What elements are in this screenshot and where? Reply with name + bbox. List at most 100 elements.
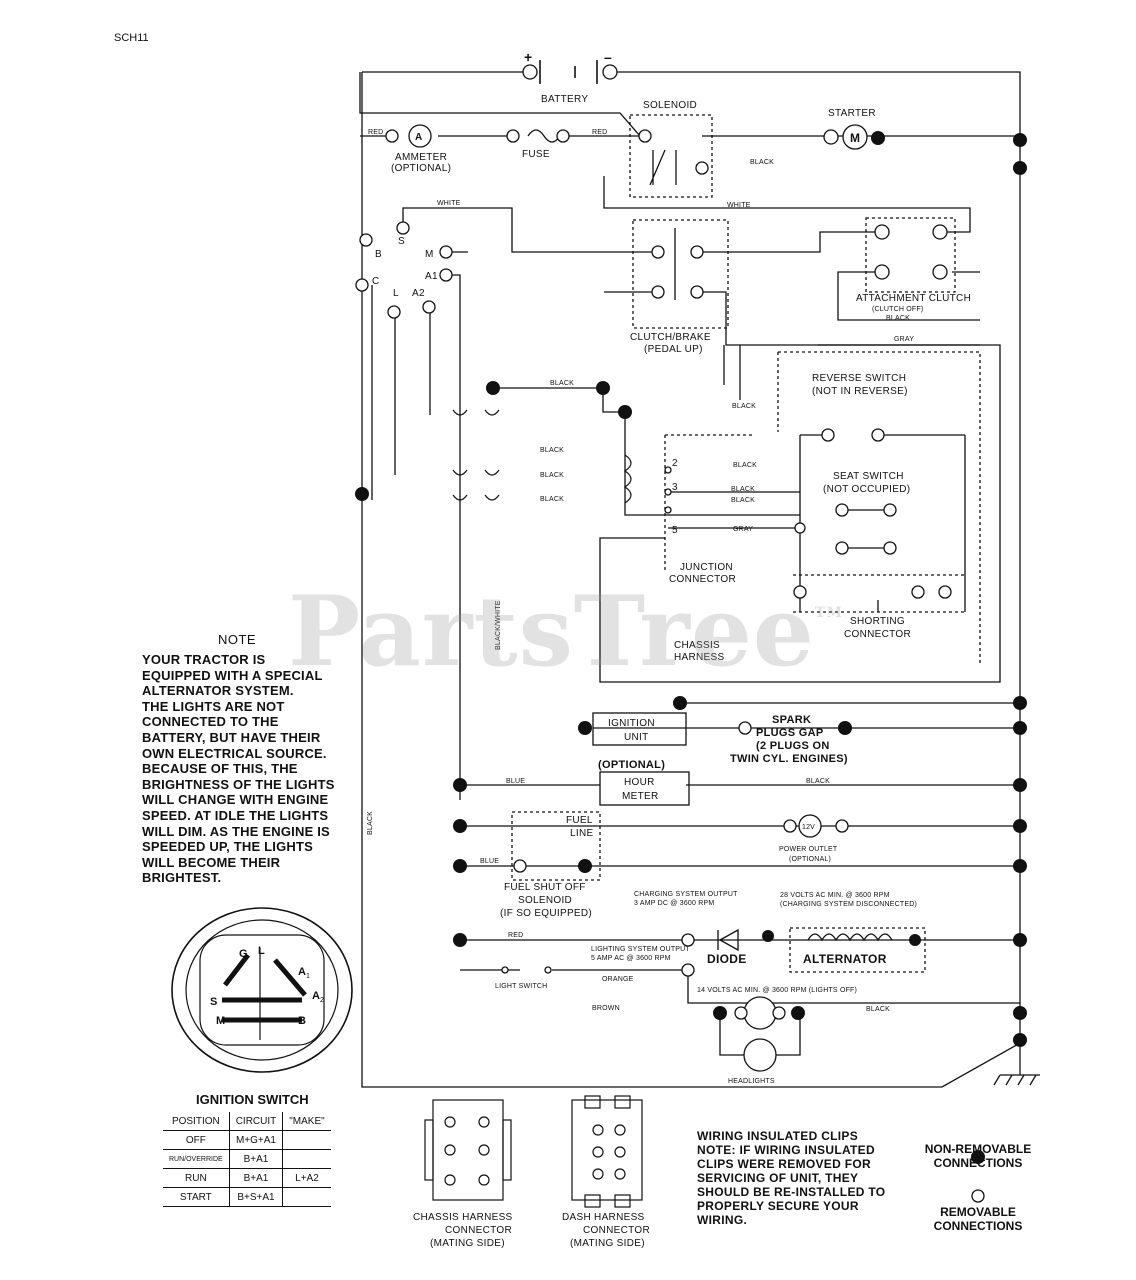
wire-label-white: WHITE [727, 202, 751, 209]
wiring-note-line: PROPERLY SECURE YOUR [697, 1199, 859, 1213]
junction-pin-2: 2 [672, 458, 678, 469]
fuse-label: FUSE [522, 149, 550, 160]
shorting-connector-label-1: SHORTING [850, 616, 905, 627]
wire-label-black: BLACK [731, 497, 755, 504]
ground-symbol [993, 1074, 1040, 1086]
ignition-switch-table: POSITION CIRCUIT "MAKE" OFF M+G+A1 RUN/O… [163, 1112, 331, 1207]
ammeter-label: AMMETER [395, 152, 447, 163]
wire-label-black: BLACK [550, 380, 574, 387]
table-row: OFF M+G+A1 [163, 1130, 331, 1150]
headlight [743, 1038, 777, 1072]
battery-plus-label: + [524, 49, 532, 65]
reverse-switch-label: REVERSE SWITCH [812, 373, 906, 384]
switch-terminal-g: G [239, 948, 248, 960]
wire-label-orange: ORANGE [602, 976, 634, 983]
wiring-note-line: NOTE: IF WIRING INSULATED [697, 1143, 875, 1157]
power-outlet-symbol [798, 814, 822, 838]
dash-connector-label-1: DASH HARNESS [562, 1212, 645, 1223]
wiring-note-line: WIRING. [697, 1213, 748, 1227]
wire-label-black-white: BLACK/WHITE [495, 600, 502, 650]
note-line: YOUR TRACTOR IS [142, 652, 266, 667]
nonremovable-connection [871, 131, 885, 145]
spark-label-1: SPARK [772, 714, 811, 726]
light-switch-label: LIGHT SWITCH [495, 983, 547, 990]
wire-label-black: BLACK [806, 778, 830, 785]
solenoid-label: SOLENOID [643, 100, 697, 111]
fuel-solenoid-label-3: (IF SO EQUIPPED) [500, 908, 592, 919]
wire-label-black: BLACK [540, 496, 564, 503]
ammeter-symbol-label: A [415, 132, 423, 143]
ammeter-symbol [408, 124, 432, 148]
frame-right-wire [616, 71, 1021, 1075]
legend-nonremovable: NON-REMOVABLE CONNECTIONS [924, 1142, 1032, 1170]
switch-terminal-b: B [298, 1015, 306, 1027]
wire-label-red: RED [368, 129, 383, 136]
switch-terminal-s: S [210, 996, 218, 1008]
junction-pin-3: 3 [672, 482, 678, 493]
ignition-switch-title: IGNITION SWITCH [196, 1092, 309, 1107]
fuel-line-label-1: FUEL [566, 815, 593, 826]
ignition-unit-box [592, 712, 687, 746]
table-header: "MAKE" [282, 1112, 331, 1131]
fuel-solenoid-label-1: FUEL SHUT OFF [504, 882, 586, 893]
ammeter-optional-label: (OPTIONAL) [391, 163, 451, 174]
dash-connector-label-2: CONNECTOR [583, 1225, 650, 1236]
solenoid-frame [629, 114, 713, 198]
spark-label-3: (2 PLUGS ON [756, 740, 830, 752]
wire-label-black: BLACK [886, 315, 910, 322]
wiring-note-line: SERVICING OF UNIT, THEY [697, 1171, 859, 1185]
note-line: BATTERY, BUT HAVE THEIR [142, 729, 321, 745]
chassis-connector-label-3: (MATING SIDE) [430, 1238, 505, 1249]
table-header-row: POSITION CIRCUIT "MAKE" [163, 1112, 331, 1131]
table-row: RUN/OVERRIDE B+A1 [163, 1149, 331, 1169]
reverse-switch-sub-label: (NOT IN REVERSE) [812, 386, 908, 397]
chassis-connector-label-1: CHASSIS HARNESS [413, 1212, 513, 1223]
power-outlet-symbol-label: 12V [802, 824, 815, 831]
switch-terminal-m: M [216, 1015, 225, 1027]
battery-negative-terminal [602, 64, 618, 80]
attachment-clutch-frame [865, 217, 956, 293]
wire-label-gray: GRAY [733, 526, 753, 533]
terminal-a2: A2 [412, 288, 425, 299]
battery-label: BATTERY [541, 94, 588, 105]
dash-harness-connector [571, 1095, 643, 1208]
switch-terminal-l: L [258, 945, 265, 957]
legend-removable-dot [971, 1189, 985, 1203]
starter-label: STARTER [828, 108, 876, 119]
fuel-solenoid-box [511, 811, 601, 881]
wire-label-blue: BLUE [480, 858, 499, 865]
table-row: RUN B+A1 L+A2 [163, 1168, 331, 1188]
hour-meter-label-2: METER [622, 791, 659, 802]
lighting-label-1: LIGHTING SYSTEM OUTPUT [591, 946, 690, 953]
note-line: EQUIPPED WITH A SPECIAL [142, 667, 323, 683]
note-title: NOTE [217, 632, 257, 647]
wire-label-blue: BLUE [506, 778, 525, 785]
note-line: SPEED. AT IDLE THE LIGHTS [142, 807, 329, 823]
switch-terminal-a1: A [298, 966, 306, 978]
wire-label-black: BLACK [732, 403, 756, 410]
wire-label-black: BLACK [750, 159, 774, 166]
note-line: BRIGHTEST. [142, 870, 222, 886]
wiring-note-line: WIRING INSULATED CLIPS [697, 1129, 859, 1143]
junction-connector-label-2: CONNECTOR [669, 574, 736, 585]
legend-removable: REMOVABLE CONNECTIONS [933, 1205, 1023, 1233]
wire-label-black: BLACK [540, 447, 564, 454]
battery-minus-label: – [604, 49, 612, 65]
wire-label-brown: BROWN [592, 1005, 620, 1012]
seat-switch-label: SEAT SWITCH [833, 471, 904, 482]
white-wire [402, 207, 658, 253]
terminal-c: C [372, 276, 380, 287]
lighting-label-2: 5 AMP AC @ 3600 RPM [591, 955, 671, 962]
note-line: BECAUSE OF THIS, THE [142, 761, 298, 777]
volts-ac-label-2: (CHARGING SYSTEM DISCONNECTED) [780, 901, 917, 908]
terminal-m: M [425, 249, 434, 260]
volts-ac-label-3: 14 VOLTS AC MIN. @ 3600 RPM (LIGHTS OFF) [697, 987, 857, 994]
sheet-id: SCH11 [114, 32, 149, 44]
hour-meter-box [599, 771, 690, 806]
note-line: BRIGHTNESS OF THE LIGHTS [142, 776, 335, 792]
clutch-brake-sub-label: (PEDAL UP) [644, 344, 703, 355]
wire-label-black: BLACK [733, 462, 757, 469]
battery-loop [359, 71, 641, 137]
